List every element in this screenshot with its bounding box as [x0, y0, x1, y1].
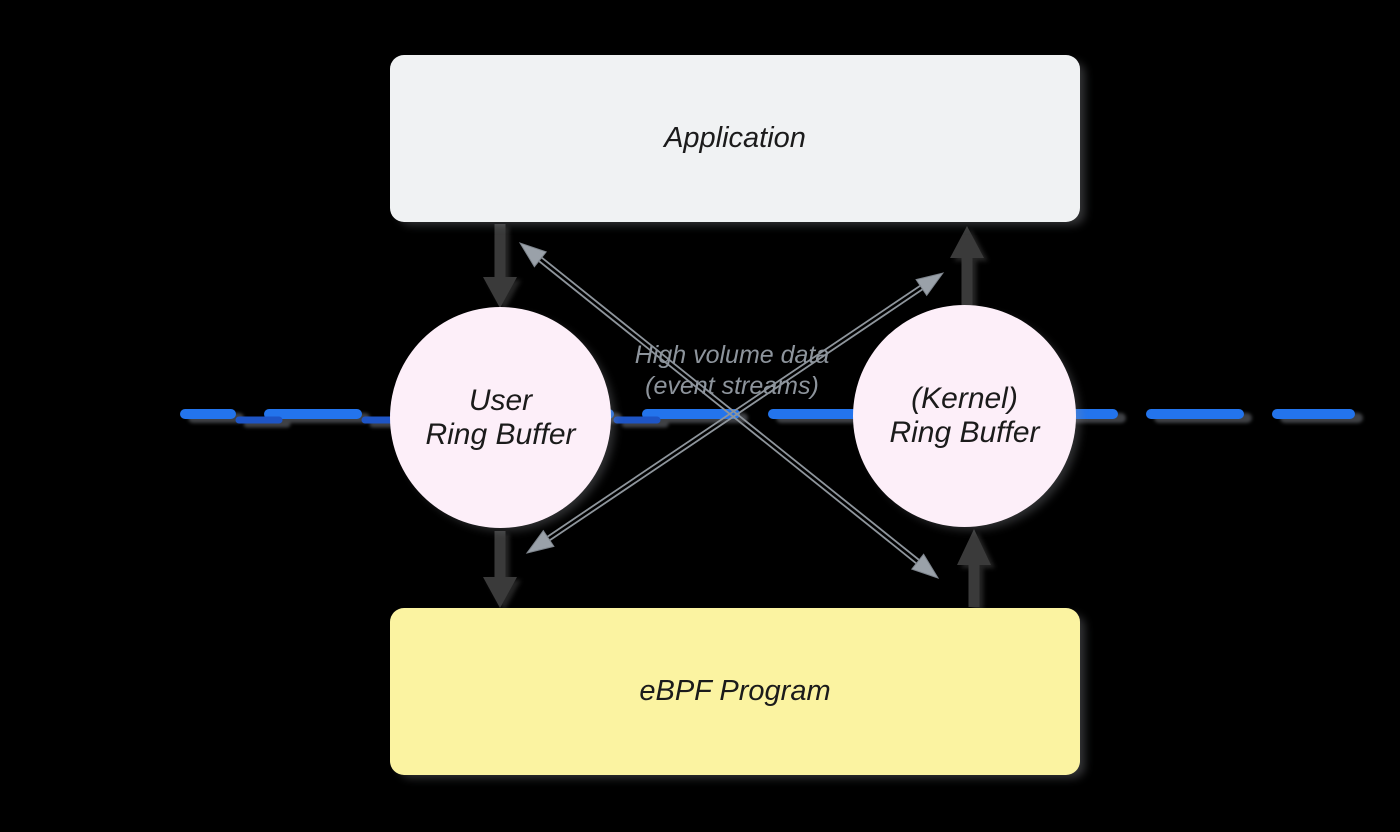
- kernel-ring-buffer-label: (Kernel) Ring Buffer: [889, 382, 1039, 450]
- application-node: Application: [390, 55, 1080, 222]
- arrow-head-down-icon: [483, 577, 517, 608]
- arrow-user-ring-buffer-to-ebpf: [483, 531, 517, 608]
- arrow-kernel-ring-buffer-to-application: [950, 226, 984, 305]
- kernel-ring-buffer-line1: (Kernel): [911, 382, 1018, 415]
- high-volume-data-note: High volume data (event streams): [557, 340, 907, 402]
- kernel-ring-buffer-node: (Kernel) Ring Buffer: [853, 305, 1076, 527]
- double-arrow-shaft-line: [541, 256, 920, 561]
- user-ring-buffer-node: User Ring Buffer: [390, 307, 611, 528]
- kernel-ring-buffer-line2: Ring Buffer: [889, 416, 1040, 449]
- kernel-user-boundary-dashed-line: [180, 409, 1355, 424]
- arrow-head-sw-icon: [525, 529, 555, 554]
- arrow-head-se-icon: [910, 553, 940, 579]
- arrow-ebpf-to-kernel-ring-buffer: [957, 529, 991, 607]
- ebpf-program-node: eBPF Program: [390, 608, 1080, 775]
- gray-double-arrow-nw-se: [518, 242, 940, 579]
- arrow-head-ne-icon: [915, 272, 945, 297]
- gray-double-arrow-sw-ne: [525, 272, 945, 554]
- note-line1: High volume data: [634, 341, 830, 369]
- note-line2: (event streams): [645, 372, 819, 400]
- arrow-head-up-icon: [957, 529, 991, 565]
- arrow-head-up-icon: [950, 226, 984, 258]
- double-arrow-shaft-line: [546, 284, 921, 538]
- ebpf-program-label: eBPF Program: [639, 675, 831, 707]
- user-ring-buffer-line1: User: [468, 383, 533, 417]
- double-arrow-shaft-line: [538, 260, 917, 565]
- double-arrow-shaft-line: [549, 288, 924, 542]
- application-label: Application: [664, 122, 806, 154]
- arrow-head-nw-icon: [518, 242, 548, 268]
- user-ring-buffer-label: User Ring Buffer: [425, 384, 575, 452]
- arrow-head-down-icon: [483, 277, 517, 308]
- arrow-application-to-user-ring-buffer: [483, 224, 517, 308]
- user-ring-buffer-line2: Ring Buffer: [425, 417, 576, 451]
